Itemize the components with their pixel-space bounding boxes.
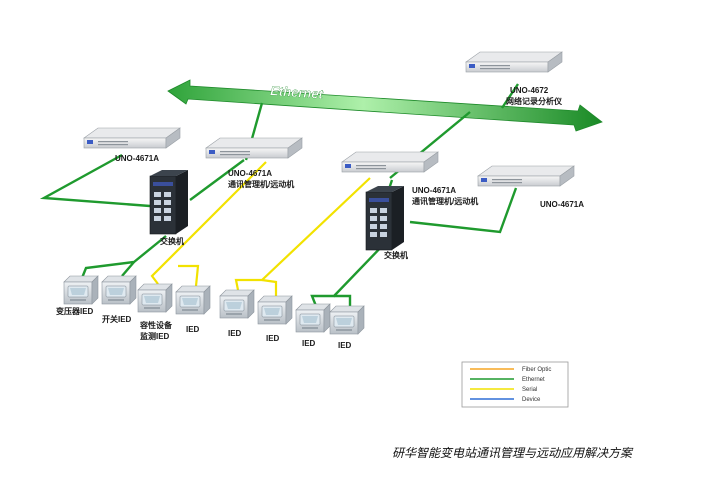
- server-uno4671a-mgmt2: [341, 151, 439, 173]
- legend-label-device: Device: [522, 397, 541, 403]
- link-mgmt1-switch-left: [189, 159, 245, 201]
- ied-device-8: [329, 305, 365, 335]
- ied-label-2: 开关IED: [102, 314, 132, 324]
- ied-label-7: IED: [302, 339, 316, 348]
- link-switch-left-ied2: [121, 261, 135, 277]
- uno4671a-mgmt1-model-label: UNO-4671A: [228, 169, 272, 178]
- ied-label-4: IED: [186, 325, 200, 334]
- ied-label-6: IED: [266, 334, 280, 343]
- ied-device-4: [175, 285, 211, 315]
- uno4672-role-label: 网络记录分析仪: [506, 96, 563, 106]
- ethernet-links: [39, 83, 519, 308]
- switch-left-label: 交换机: [160, 236, 184, 246]
- ied-device-6: [257, 295, 293, 325]
- serial-mgmt1-ieds: [150, 161, 267, 285]
- link-switch-left-ieds: [80, 235, 167, 279]
- uno4671a-mgmt2-model-label: UNO-4671A: [412, 186, 456, 195]
- link-switch-right-ieds: [310, 241, 387, 307]
- switch-right: [365, 185, 405, 251]
- legend-label-serial: Serial: [522, 387, 537, 393]
- ethernet-label: Ethernet: [270, 83, 324, 102]
- serial-mgmt2-ieds: [234, 177, 371, 291]
- link-right-server-switch: [409, 187, 518, 234]
- serial-mgmt1-ied4: [178, 264, 200, 287]
- server-uno4671a-mgmt1: [205, 137, 303, 159]
- uno4671a-right-model-label: UNO-4671A: [540, 200, 584, 209]
- link-uno4672-backbone: [501, 83, 519, 109]
- ied-label-1: 变压器IED: [56, 306, 94, 316]
- switch-right-label: 交换机: [384, 250, 408, 260]
- ied-device-5: [219, 289, 255, 319]
- server-uno4672: [465, 51, 563, 73]
- switch-left: [149, 169, 189, 235]
- ied-device-1: [63, 275, 99, 305]
- serial-mgmt2-ied6: [261, 278, 278, 296]
- uno4671a-mgmt2-role-label: 通讯管理机/远动机: [412, 196, 478, 206]
- uno4672-model-label: UNO-4672: [510, 86, 549, 95]
- ied-device-7: [295, 303, 331, 333]
- serial-links: [150, 161, 371, 296]
- legend-label-ethernet: Ethernet: [522, 377, 545, 383]
- server-uno4671a-left: [83, 127, 181, 149]
- link-left-server-switch: [39, 153, 151, 208]
- legend-box: Fiber Optic Ethernet Serial Device: [461, 361, 569, 408]
- link-switch-right-ied8: [334, 294, 352, 308]
- ied-label-3b: 监测IED: [140, 331, 170, 341]
- uno4671a-left-model-label: UNO-4671A: [115, 154, 159, 163]
- ethernet-backbone-arrow: Ethernet: [167, 79, 603, 132]
- uno4671a-mgmt1-role-label: 通讯管理机/远动机: [228, 179, 294, 189]
- server-uno4671a-right: [477, 165, 575, 187]
- legend-label-fiber: Fiber Optic: [522, 367, 551, 373]
- diagram-caption: 研华智能变电站通讯管理与远动应用解决方案: [392, 446, 634, 460]
- ied-label-3a: 容性设备: [139, 320, 173, 330]
- ied-device-2: [101, 275, 137, 305]
- ied-label-5: IED: [228, 329, 242, 338]
- ied-label-8: IED: [338, 341, 352, 350]
- ied-device-3: [137, 283, 173, 313]
